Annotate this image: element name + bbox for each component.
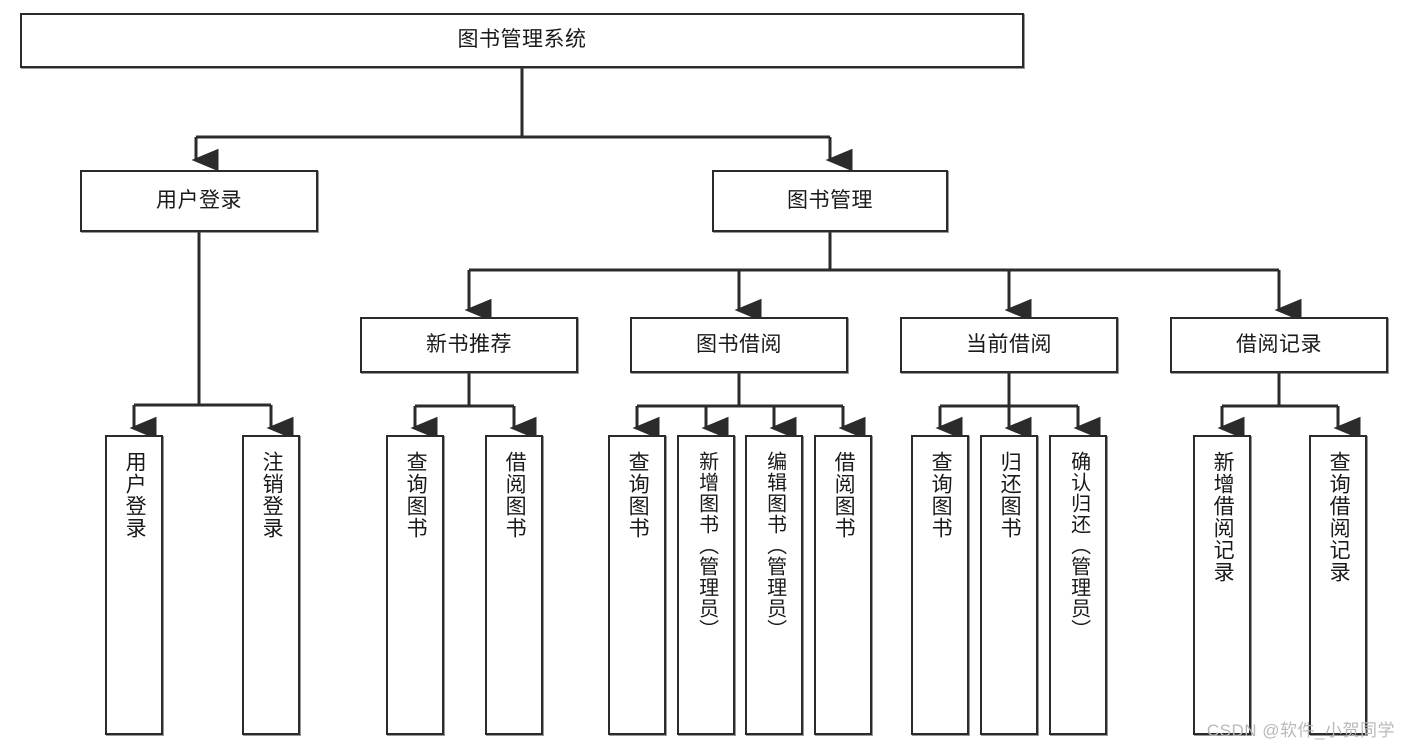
leaf-borrow-book-2-label: 借阅图书 (832, 451, 856, 539)
leaf-add-record-label: 新增借阅记录 (1211, 451, 1235, 583)
leaf-query-record-label: 查询借阅记录 (1327, 451, 1351, 583)
leaf-query-book-2[interactable]: 查询图书 (608, 435, 666, 735)
leaf-borrow-book-2[interactable]: 借阅图书 (814, 435, 872, 735)
node-root[interactable]: 图书管理系统 (20, 13, 1024, 68)
leaf-confirm-return-admin[interactable]: 确认归还（管理员） (1049, 435, 1107, 735)
node-borrow-record-label: 借阅记录 (1236, 332, 1322, 356)
leaf-edit-book-admin-label: 编辑图书（管理员） (763, 451, 786, 640)
leaf-return-book-label: 归还图书 (998, 451, 1022, 539)
node-book-borrow[interactable]: 图书借阅 (630, 317, 848, 373)
node-book-manage[interactable]: 图书管理 (712, 170, 948, 232)
leaf-user-login-label: 用户登录 (123, 451, 147, 539)
leaf-edit-book-admin[interactable]: 编辑图书（管理员） (745, 435, 803, 735)
leaf-user-login[interactable]: 用户登录 (105, 435, 163, 735)
leaf-add-book-admin[interactable]: 新增图书（管理员） (677, 435, 735, 735)
node-borrow-record[interactable]: 借阅记录 (1170, 317, 1388, 373)
node-current-borrow[interactable]: 当前借阅 (900, 317, 1118, 373)
node-root-label: 图书管理系统 (457, 28, 587, 52)
node-book-borrow-label: 图书借阅 (696, 332, 782, 356)
leaf-query-book-3[interactable]: 查询图书 (911, 435, 969, 735)
leaf-query-record[interactable]: 查询借阅记录 (1309, 435, 1367, 735)
leaf-query-book-2-label: 查询图书 (626, 451, 650, 539)
node-user-login[interactable]: 用户登录 (80, 170, 318, 232)
node-current-borrow-label: 当前借阅 (966, 332, 1052, 356)
leaf-query-book-1[interactable]: 查询图书 (386, 435, 444, 735)
leaf-logout-label: 注销登录 (260, 451, 284, 539)
leaf-borrow-book-1[interactable]: 借阅图书 (485, 435, 543, 735)
leaf-add-record[interactable]: 新增借阅记录 (1193, 435, 1251, 735)
leaf-add-book-admin-label: 新增图书（管理员） (695, 451, 718, 640)
leaf-query-book-3-label: 查询图书 (929, 451, 953, 539)
leaf-logout[interactable]: 注销登录 (242, 435, 300, 735)
node-user-login-label: 用户登录 (156, 188, 242, 212)
node-new-book-recommend[interactable]: 新书推荐 (360, 317, 578, 373)
node-book-manage-label: 图书管理 (787, 188, 873, 212)
leaf-query-book-1-label: 查询图书 (404, 451, 428, 539)
node-new-book-recommend-label: 新书推荐 (426, 332, 512, 356)
leaf-confirm-return-admin-label: 确认归还（管理员） (1067, 451, 1090, 640)
leaf-return-book[interactable]: 归还图书 (980, 435, 1038, 735)
leaf-borrow-book-1-label: 借阅图书 (503, 451, 527, 539)
watermark-text: CSDN @软件_小贺同学 (1206, 721, 1395, 740)
